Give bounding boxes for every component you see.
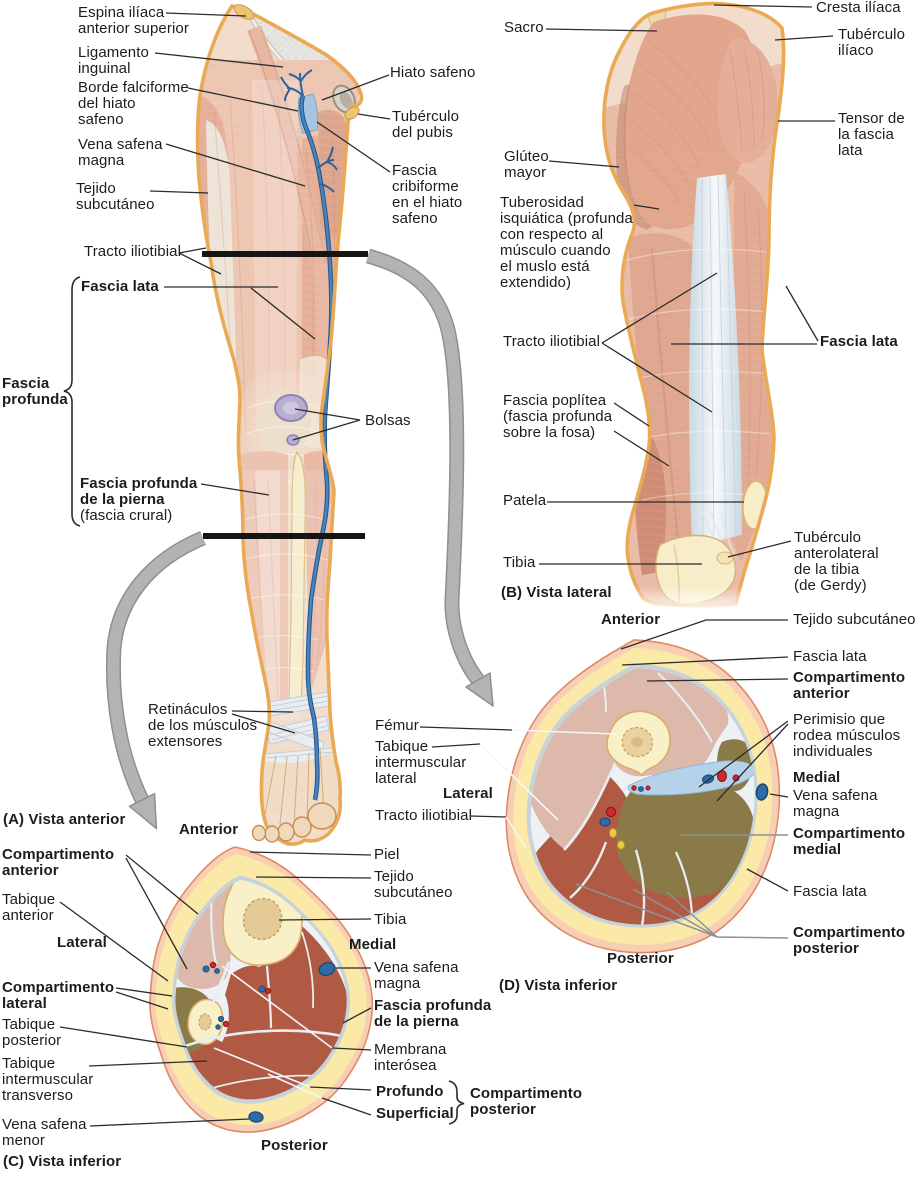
- label-gluteo-mayor: Glúteo mayor: [504, 148, 549, 181]
- c-vessels: [202, 961, 272, 1030]
- label-fascia-lata-d-inf: Fascia lata: [793, 883, 867, 900]
- label-hiato-safeno: Hiato safeno: [390, 64, 476, 81]
- label-tabique-intermuscular-lateral: Tabique intermuscular lateral: [375, 738, 467, 787]
- label-cresta-iliaca: Cresta ilíaca: [816, 0, 901, 16]
- panel-b-illustration: [602, 1, 786, 612]
- label-compartimento-anterior-d: Compartimento anterior: [793, 669, 906, 702]
- c-great-saphenous-vein: [318, 961, 336, 977]
- label-fascia-profunda-pierna-c: Fascia profunda de la pierna: [374, 997, 492, 1030]
- label-vena-safena-magna-d: Vena safena magna: [793, 787, 878, 820]
- label-perimisio: Perimisio que rodea músculos individuale…: [793, 711, 901, 760]
- gerdy-tubercle: [716, 551, 734, 565]
- label-fascia-poplitea: Fascia poplítea (fascia profunda sobre l…: [503, 392, 613, 441]
- caption-vista-anterior: (A) Vista anterior: [3, 811, 126, 828]
- leader-lines: [59, 4, 835, 1127]
- toes: [251, 802, 337, 843]
- d-medial-compartment: [615, 781, 755, 898]
- label-fascia-lata-a: Fascia lata: [81, 278, 159, 295]
- label-compartimento-medial: Compartimento medial: [793, 825, 906, 858]
- d-great-saphenous-vein: [755, 783, 769, 801]
- panel-c-illustration: [149, 846, 374, 1133]
- label-fascia-lata-d-sup: Fascia lata: [793, 648, 867, 665]
- section-cut-line-leg: [203, 533, 365, 539]
- label-bolsas: Bolsas: [365, 412, 411, 429]
- d-neurovascular-bundle: [627, 760, 755, 796]
- label-vena-safena-magna-c: Vena safena magna: [374, 959, 459, 992]
- arrow-to-section-d: [365, 248, 494, 707]
- label-tejido-subcutaneo-a: Tejido subcutáneo: [76, 180, 155, 213]
- label-piel: Piel: [374, 846, 400, 863]
- label-posterior-d: Posterior: [607, 950, 674, 967]
- label-patela: Patela: [503, 492, 547, 509]
- label-ligamento-inguinal: Ligamento inguinal: [78, 44, 149, 77]
- label-compartimento-posterior-d: Compartimento posterior: [793, 924, 906, 957]
- braces: [63, 276, 465, 1125]
- caption-vista-inferior-c: (C) Vista inferior: [3, 1153, 122, 1170]
- label-tejido-subcutaneo-d: Tejido subcutáneo: [793, 611, 916, 628]
- label-retinaculos: Retináculos de los músculos extensores: [148, 701, 258, 750]
- label-tabique-posterior: Tabique posterior: [2, 1016, 62, 1049]
- label-tibia-c: Tibia: [374, 911, 407, 928]
- leader-lines-gray: [575, 834, 789, 939]
- leader-lines-white: [213, 729, 617, 1099]
- great-saphenous-vein: [280, 69, 338, 801]
- c-posterior-compartment: [175, 926, 347, 1100]
- label-vena-safena-menor: Vena safena menor: [2, 1116, 87, 1149]
- label-membrana-interosea: Membrana interósea: [374, 1041, 447, 1074]
- section-plane-thigh: [202, 251, 368, 257]
- label-tuberculo-pubis: Tubérculo del pubis: [392, 108, 460, 141]
- brace-fascia-profunda: [63, 276, 81, 527]
- label-tracto-iliotibial-b: Tracto iliotibial: [503, 333, 601, 350]
- label-lateral-d: Lateral: [443, 785, 493, 802]
- caption-vista-inferior-d: (D) Vista inferior: [499, 977, 618, 994]
- caption-vista-lateral: (B) Vista lateral: [501, 584, 612, 601]
- label-tabique-transverso: Tabique intermuscular transverso: [2, 1055, 94, 1104]
- section-plane-leg: [203, 533, 365, 539]
- label-sacro: Sacro: [504, 19, 544, 36]
- label-fascia-lata-b: Fascia lata: [820, 333, 898, 350]
- label-vena-safena-magna-a: Vena safena magna: [78, 136, 163, 169]
- b-bottom-fade: [615, 586, 755, 612]
- pubic-tubercle-knob: [344, 106, 360, 120]
- label-tuberculo-iliaco: Tubérculo ilíaco: [838, 26, 906, 59]
- label-fascia-crural: (fascia crural): [80, 507, 173, 524]
- label-posterior-c: Posterior: [261, 1137, 328, 1154]
- label-compartimento-lateral: Compartimento lateral: [2, 979, 115, 1012]
- label-fascia-profunda: Fascia profunda: [2, 375, 68, 408]
- arrow-to-section-c: [105, 531, 206, 830]
- asis-knob: [233, 4, 255, 20]
- label-tensor-fascia-lata: Tensor de la fascia lata: [838, 110, 905, 159]
- label-tracto-iliotibial-a: Tracto iliotibial: [84, 243, 182, 260]
- label-anterior-c: Anterior: [179, 821, 239, 838]
- tensor-fasciae-latae: [717, 38, 778, 163]
- label-compartimento-anterior-c: Compartimento anterior: [2, 846, 115, 879]
- label-tabique-anterior: Tabique anterior: [2, 891, 56, 924]
- label-medial-c: Medial: [349, 936, 397, 953]
- label-medial-d: Medial: [793, 769, 841, 786]
- label-lateral-c: Lateral: [57, 934, 107, 951]
- saphenous-ring-shadow: [339, 91, 353, 109]
- brace-compartimento-posterior: [448, 1080, 465, 1125]
- label-profundo: Profundo: [376, 1083, 444, 1100]
- label-tuberosidad-isquiatica: Tuberosidad isquiática (profunda con res…: [500, 194, 633, 291]
- label-anterior-d: Anterior: [601, 611, 661, 628]
- section-cut-line-thigh: [202, 251, 368, 257]
- label-compartimento-posterior-c: Compartimento posterior: [470, 1085, 583, 1118]
- label-fascia-profunda-pierna-a: Fascia profunda de la pierna: [80, 475, 198, 508]
- label-superficial: Superficial: [376, 1105, 454, 1122]
- label-tracto-iliotibial-d: Tracto iliotibial: [375, 807, 473, 824]
- label-femur: Fémur: [375, 717, 419, 734]
- label-borde-falciforme: Borde falciforme del hiato safeno: [78, 79, 189, 128]
- panel-d-illustration: [505, 639, 781, 954]
- label-tuberculo-gerdy: Tubérculo anterolateral de la tibia (de …: [794, 529, 879, 594]
- label-tibia-b: Tibia: [503, 554, 536, 571]
- label-tejido-subcutaneo-c: Tejido subcutáneo: [374, 868, 453, 901]
- c-small-saphenous-vein: [248, 1111, 264, 1123]
- label-fascia-cribiforme: Fascia cribiforme en el hiato safeno: [392, 162, 463, 227]
- label-espina-iliaca: Espina ilíaca anterior superior: [78, 4, 189, 37]
